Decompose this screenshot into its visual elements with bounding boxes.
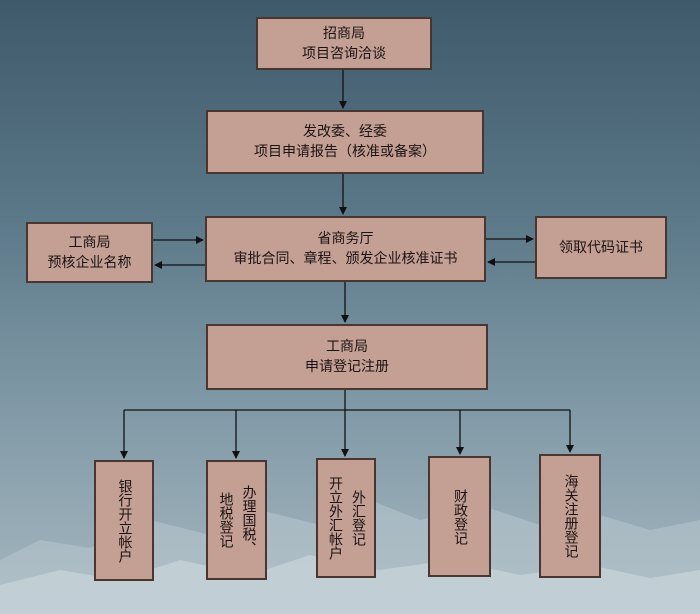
node-tax: 地税登记 办理国税、 [206, 460, 267, 580]
node-shengshangwu: 省商务厅 审批合同、章程、颁发企业核准证书 [205, 216, 486, 282]
node-gongshang-reg: 工商局 申请登记注册 [206, 324, 488, 390]
node-daima-label: 领取代码证书 [559, 239, 643, 256]
node-tax-col1: 地税登记 [217, 492, 234, 548]
node-gongshang-left: 工商局 预核企业名称 [26, 222, 153, 283]
node-customs: 海关注册登记 [539, 454, 601, 578]
node-finance: 财政登记 [428, 456, 491, 577]
node-forex: 开立外汇帐户 外汇登记 [316, 458, 376, 578]
node-gongshang-reg-desc: 申请登记注册 [305, 359, 389, 375]
node-fagai: 发改委、经委 项目申请报告（核准或备案） [206, 110, 484, 174]
node-gongshang-reg-title: 工商局 [326, 339, 368, 355]
node-gongshang-left-title: 工商局 [68, 234, 111, 251]
node-gongshang-left-desc: 预核企业名称 [47, 254, 132, 271]
node-fagai-desc: 项目申请报告（核准或备案） [254, 144, 436, 160]
node-bank: 银行开立帐户 [94, 460, 154, 581]
node-zhaoshang-desc: 项目咨询洽谈 [302, 45, 386, 62]
node-shengshangwu-title: 省商务厅 [317, 231, 374, 247]
node-forex-col1: 开立外汇帐户 [327, 476, 343, 560]
node-zhaoshang: 招商局 项目咨询洽谈 [256, 17, 432, 70]
node-forex-col2: 外汇登记 [350, 490, 366, 546]
node-finance-label: 财政登记 [452, 488, 468, 545]
node-daima: 领取代码证书 [535, 216, 667, 279]
node-customs-label: 海关注册登记 [562, 474, 579, 558]
node-shengshangwu-desc: 审批合同、章程、颁发企业核准证书 [233, 251, 458, 267]
node-fagai-title: 发改委、经委 [303, 124, 387, 140]
node-tax-col2: 办理国税、 [240, 485, 257, 555]
node-bank-label: 银行开立帐户 [116, 478, 133, 563]
node-zhaoshang-title: 招商局 [323, 25, 365, 42]
